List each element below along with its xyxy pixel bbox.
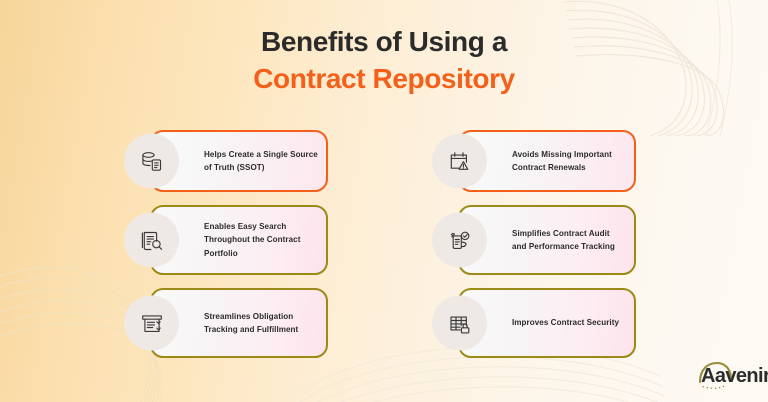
title-line-2: Contract Repository [253, 62, 515, 94]
benefit-card-ssot[interactable]: Helps Create a Single Source of Truth (S… [124, 130, 328, 192]
benefits-row-1: Helps Create a Single Source of Truth (S… [124, 130, 636, 192]
benefit-card-search[interactable]: Enables Easy Search Throughout the Contr… [124, 205, 328, 275]
benefit-card-security[interactable]: Improves Contract Security [432, 288, 636, 358]
page-title: Benefits of Using a Contract Repository [0, 25, 768, 96]
logo-wordmark: Aavenir [701, 365, 768, 387]
benefit-card-audit[interactable]: Simplifies Contract Audit and Performanc… [432, 205, 636, 275]
logo-arc-icon: Aavenir [696, 360, 768, 390]
benefit-label: Simplifies Contract Audit and Performanc… [512, 228, 615, 251]
aavenir-logo[interactable]: Aavenir [696, 360, 768, 390]
benefit-label: Enables Easy Search Throughout the Contr… [204, 222, 301, 258]
title-line-1: Benefits of Using a [261, 26, 507, 57]
benefit-label: Streamlines Obligation Tracking and Fulf… [204, 311, 299, 334]
benefit-label: Avoids Missing Important Contract Renewa… [512, 149, 612, 172]
document-check-hand-icon [432, 212, 487, 268]
benefits-row-3: Streamlines Obligation Tracking and Fulf… [124, 288, 636, 358]
table-lock-icon [432, 295, 487, 351]
benefit-label: Improves Contract Security [512, 318, 620, 328]
database-document-icon [124, 133, 179, 189]
benefit-card-renewals[interactable]: Avoids Missing Important Contract Renewa… [432, 130, 636, 192]
benefits-row-2: Enables Easy Search Throughout the Contr… [124, 205, 636, 275]
checklist-document-icon [124, 295, 179, 351]
benefit-card-obligation[interactable]: Streamlines Obligation Tracking and Fulf… [124, 288, 328, 358]
clipboard-search-icon [124, 212, 179, 268]
calendar-warning-icon [432, 133, 487, 189]
benefits-grid: Helps Create a Single Source of Truth (S… [124, 130, 636, 358]
benefit-label: Helps Create a Single Source of Truth (S… [204, 149, 318, 172]
